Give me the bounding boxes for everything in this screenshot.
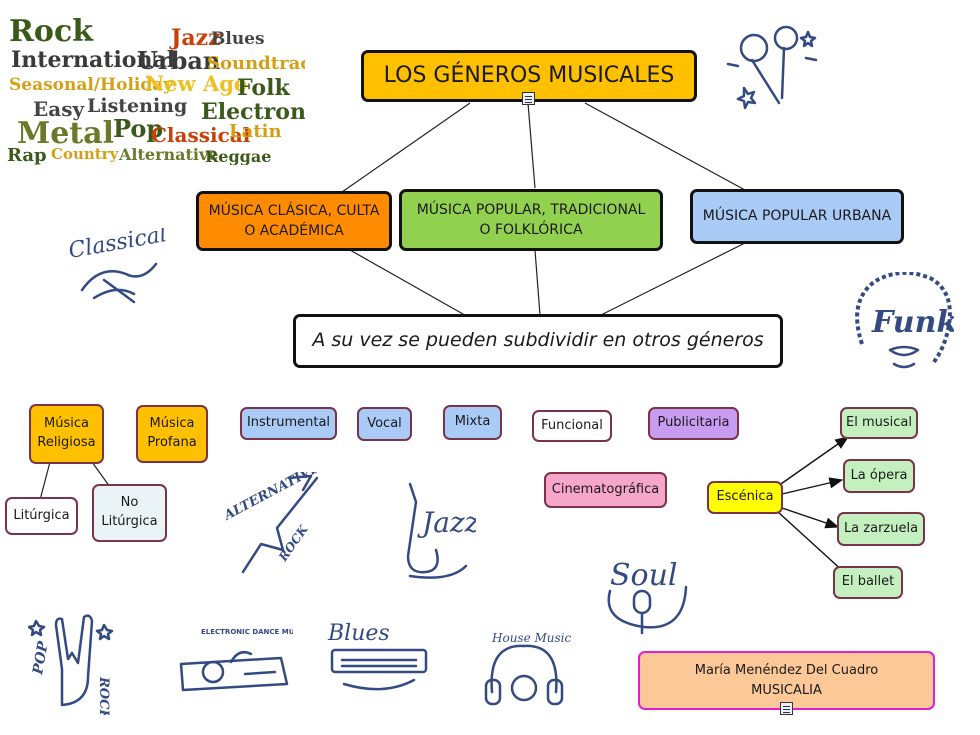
genre-escenica[interactable]: Escénica (707, 481, 783, 514)
word-urban: Urban (137, 46, 221, 75)
word-blues: Blues (211, 29, 265, 49)
funk-face-icon: Funk (855, 272, 954, 369)
classical-violin-icon: Classical (67, 228, 166, 304)
word-rock: Rock (9, 14, 93, 49)
genre-el-musical[interactable]: El musical (840, 407, 918, 439)
word-alternative: Alternative (119, 145, 219, 164)
word-electronic: Electronic (201, 99, 305, 125)
genre-la-zarzuela[interactable]: La zarzuela (837, 512, 925, 546)
genre-el-ballet[interactable]: El ballet (833, 566, 903, 599)
word-international: International (11, 47, 176, 73)
genre-publicitaria[interactable]: Publicitaria (648, 407, 739, 440)
word-easy: Easy (33, 97, 85, 121)
soul-microphone-icon: Soul (607, 558, 688, 635)
branch-musica-urbana[interactable]: MÚSICA POPULAR URBANA (690, 189, 904, 244)
alternative-rock-guitar-icon: ALTERNATIVE ROCK (220, 472, 323, 574)
genre-musica-profana[interactable]: Música Profana (136, 405, 208, 463)
note-icon[interactable] (780, 702, 793, 715)
microphone-sticker-icon (726, 25, 818, 110)
word-reggae: Reggae (205, 147, 272, 165)
author-box[interactable]: María Menéndez Del Cuadro MUSICALIA (638, 651, 935, 710)
electronic-dance-music-icon: ELECTRONIC DANCE MUSIC (179, 628, 293, 692)
author-name: María Menéndez Del Cuadro (694, 663, 879, 678)
classical-sticker-text: Classical (67, 228, 166, 264)
word-new-age: New Age (145, 71, 248, 96)
genre-vocal[interactable]: Vocal (357, 407, 412, 441)
jazz-saxophone-icon: Jazz (406, 482, 476, 579)
soul-sticker-text: Soul (610, 558, 678, 593)
genre-word-cloud: Rock Jazz Blues International Urban Soun… (5, 5, 305, 165)
jazz-sticker-text: Jazz (417, 506, 476, 539)
branch-musica-clasica[interactable]: MÚSICA CLÁSICA, CULTA O ACADÉMICA (196, 191, 392, 251)
word-listening: Listening (87, 95, 188, 117)
blues-sticker-text: Blues (327, 621, 390, 646)
genre-funcional[interactable]: Funcional (532, 410, 612, 442)
word-folk: Folk (237, 75, 290, 101)
genre-no-liturgica[interactable]: No Litúrgica (92, 484, 167, 542)
word-soundtracks: Soundtracks (207, 53, 305, 74)
edm-sticker-text: ELECTRONIC DANCE MUSIC (201, 628, 293, 636)
house-sticker-text: House Music (491, 631, 572, 645)
house-music-headphones-icon: House Music (484, 631, 572, 706)
pop-rock-hand-icon: POP ROCK (28, 614, 114, 715)
genre-instrumental[interactable]: Instrumental (240, 407, 337, 440)
word-latin: Latin (229, 121, 282, 142)
genre-mixta[interactable]: Mixta (443, 405, 502, 440)
subdivide-node[interactable]: A su vez se pueden subdividir en otros g… (293, 314, 783, 368)
word-rap: Rap (7, 145, 47, 165)
pop-rock-text: ROCK (96, 676, 111, 715)
word-classical: Classical (151, 123, 251, 147)
genre-la-opera[interactable]: La ópera (843, 459, 915, 493)
word-metal: Metal (17, 116, 114, 151)
genre-musica-religiosa[interactable]: Música Religiosa (29, 404, 104, 464)
funk-sticker-text: Funk (871, 305, 954, 340)
main-title[interactable]: LOS GÉNEROS MUSICALES (361, 50, 697, 102)
note-icon[interactable] (522, 92, 535, 105)
word-seasonal-holiday: Seasonal/Holiday (9, 75, 174, 95)
genre-liturgica[interactable]: Litúrgica (5, 497, 78, 535)
blues-harmonica-icon: Blues (327, 621, 428, 691)
word-jazz: Jazz (171, 25, 221, 51)
branch-musica-popular[interactable]: MÚSICA POPULAR, TRADICIONAL O FOLKLÓRICA (399, 189, 663, 251)
pop-sticker-text: POP (30, 640, 52, 677)
author-org: MUSICALIA (751, 682, 822, 698)
word-country: Country (51, 145, 119, 163)
genre-cinematografica[interactable]: Cinematográfica (544, 472, 667, 508)
word-pop: Pop (113, 114, 164, 143)
